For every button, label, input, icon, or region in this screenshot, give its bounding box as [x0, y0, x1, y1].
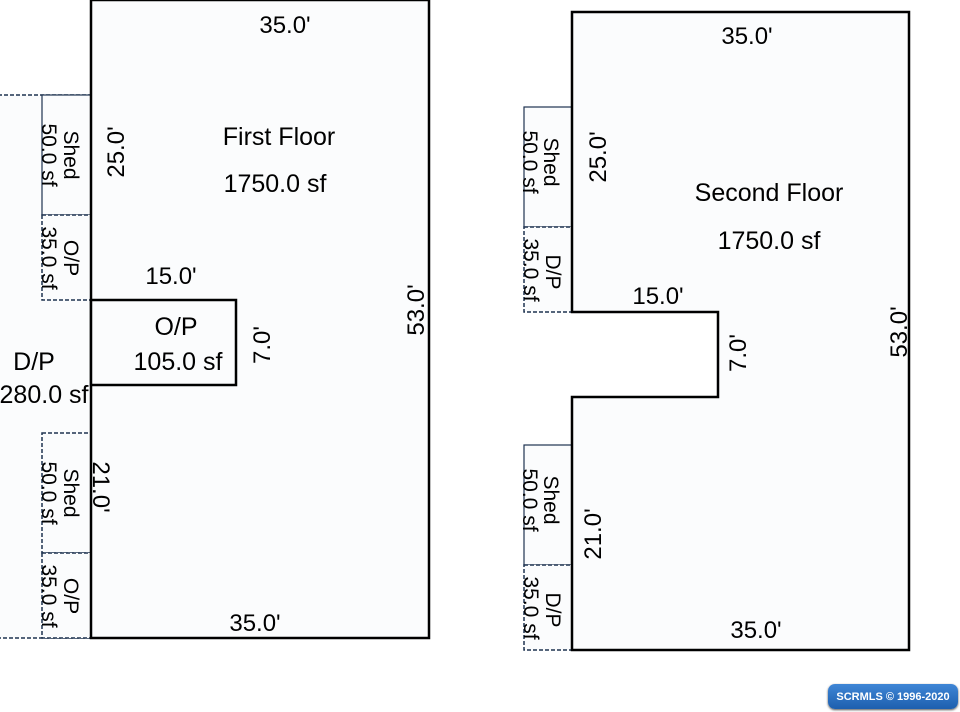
annex-area: 35.0 sf — [519, 576, 542, 639]
floor-name: First Floor — [223, 123, 336, 151]
notch-area: 105.0 sf — [134, 348, 223, 376]
annex-area: 50.0 sf — [518, 468, 541, 531]
porch-lower — [41, 552, 92, 639]
floor-name: Second Floor — [695, 179, 844, 207]
dim-notch-depth: 7.0' — [249, 326, 276, 364]
annex-area: 50.0 sf — [37, 123, 60, 186]
dim-notch-depth: 7.0' — [725, 334, 752, 372]
annex-area: 35.0 sf — [37, 226, 60, 289]
first-floor: First Floor 1750.0 sf 35.0' 35.0' 15.0' … — [0, 0, 431, 640]
deck-area-label: 280.0 sf — [0, 381, 89, 409]
annex-area: 35.0 sf — [519, 238, 542, 301]
annex-area: 50.0 sf — [518, 130, 541, 193]
dim-notch-width: 15.0' — [632, 283, 683, 310]
annex-name: Shed — [539, 475, 562, 524]
dim-lower-left: 21.0' — [580, 508, 607, 559]
dim-top: 35.0' — [259, 12, 310, 39]
dim-lower-left: 21.0' — [87, 461, 114, 512]
porch-upper — [41, 214, 92, 301]
dim-upper-left: 25.0' — [585, 131, 612, 182]
porch-lower — [523, 564, 573, 651]
annex-name: D/P — [541, 254, 564, 289]
dim-bottom: 35.0' — [730, 617, 781, 644]
annex-name: Shed — [59, 130, 82, 179]
deck-name: D/P — [13, 348, 55, 376]
dim-upper-left: 25.0' — [103, 126, 130, 177]
shed-lower — [41, 432, 92, 554]
floor-area: 1750.0 sf — [718, 227, 821, 255]
annex-name: Shed — [59, 468, 82, 517]
annex-name: O/P — [59, 578, 82, 614]
dim-bottom: 35.0' — [229, 610, 280, 637]
dim-notch-width: 15.0' — [145, 263, 196, 290]
dim-right: 53.0' — [886, 306, 913, 357]
annex-area: 50.0 sf — [37, 461, 60, 524]
shed-upper — [41, 94, 92, 216]
dim-top: 35.0' — [721, 23, 772, 50]
annex-name: D/P — [541, 592, 564, 627]
annex-area: 35.0 sf — [37, 564, 60, 627]
second-floor-outline — [570, 10, 911, 652]
annex-name: Shed — [539, 137, 562, 186]
notch-name: O/P — [154, 313, 197, 341]
second-floor: Second Floor 1750.0 sf 35.0' 35.0' 15.0'… — [518, 10, 913, 652]
floor-area: 1750.0 sf — [224, 170, 327, 198]
open-porch-notch — [89, 298, 238, 387]
copyright-badge: SCRMLS © 1996-2020 — [828, 684, 958, 709]
shed-upper — [523, 106, 573, 228]
dim-right: 53.0' — [403, 284, 430, 335]
annex-name: O/P — [59, 240, 82, 276]
